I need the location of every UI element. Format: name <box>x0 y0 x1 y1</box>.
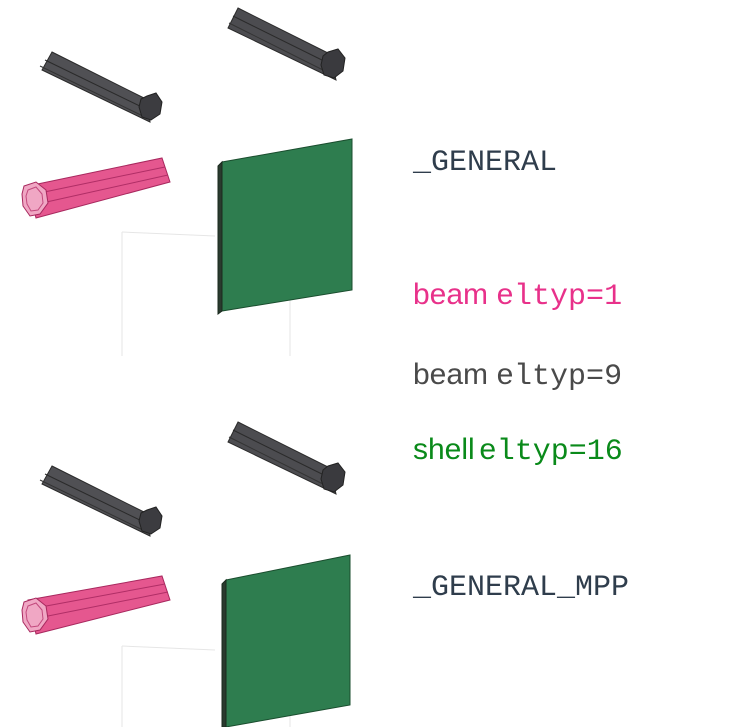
beam-eltyp9-bottom-right <box>227 421 346 495</box>
beam-eltyp1-top <box>21 157 171 219</box>
legend-word: beam <box>413 278 489 311</box>
general-group <box>21 7 353 315</box>
legend-word: shell <box>413 433 475 466</box>
legend-word: beam <box>413 358 489 391</box>
legend-code: eltyp=1 <box>496 280 623 314</box>
beam-eltyp9-top-left <box>39 51 163 123</box>
general-mpp-group <box>21 421 351 727</box>
beam-eltyp9-bottom-left <box>39 465 163 537</box>
general-mpp-label: _GENERAL_MPP <box>413 571 630 605</box>
beam-eltyp9-top-right <box>227 7 346 81</box>
shell-eltyp16-top <box>217 138 353 315</box>
legend-code: eltyp=9 <box>496 360 623 394</box>
general-label: _GENERAL <box>413 146 558 180</box>
shell-eltyp16-bottom <box>221 554 351 727</box>
legend-code: eltyp=16 <box>478 435 623 469</box>
beam-eltyp1-bottom <box>21 575 171 635</box>
